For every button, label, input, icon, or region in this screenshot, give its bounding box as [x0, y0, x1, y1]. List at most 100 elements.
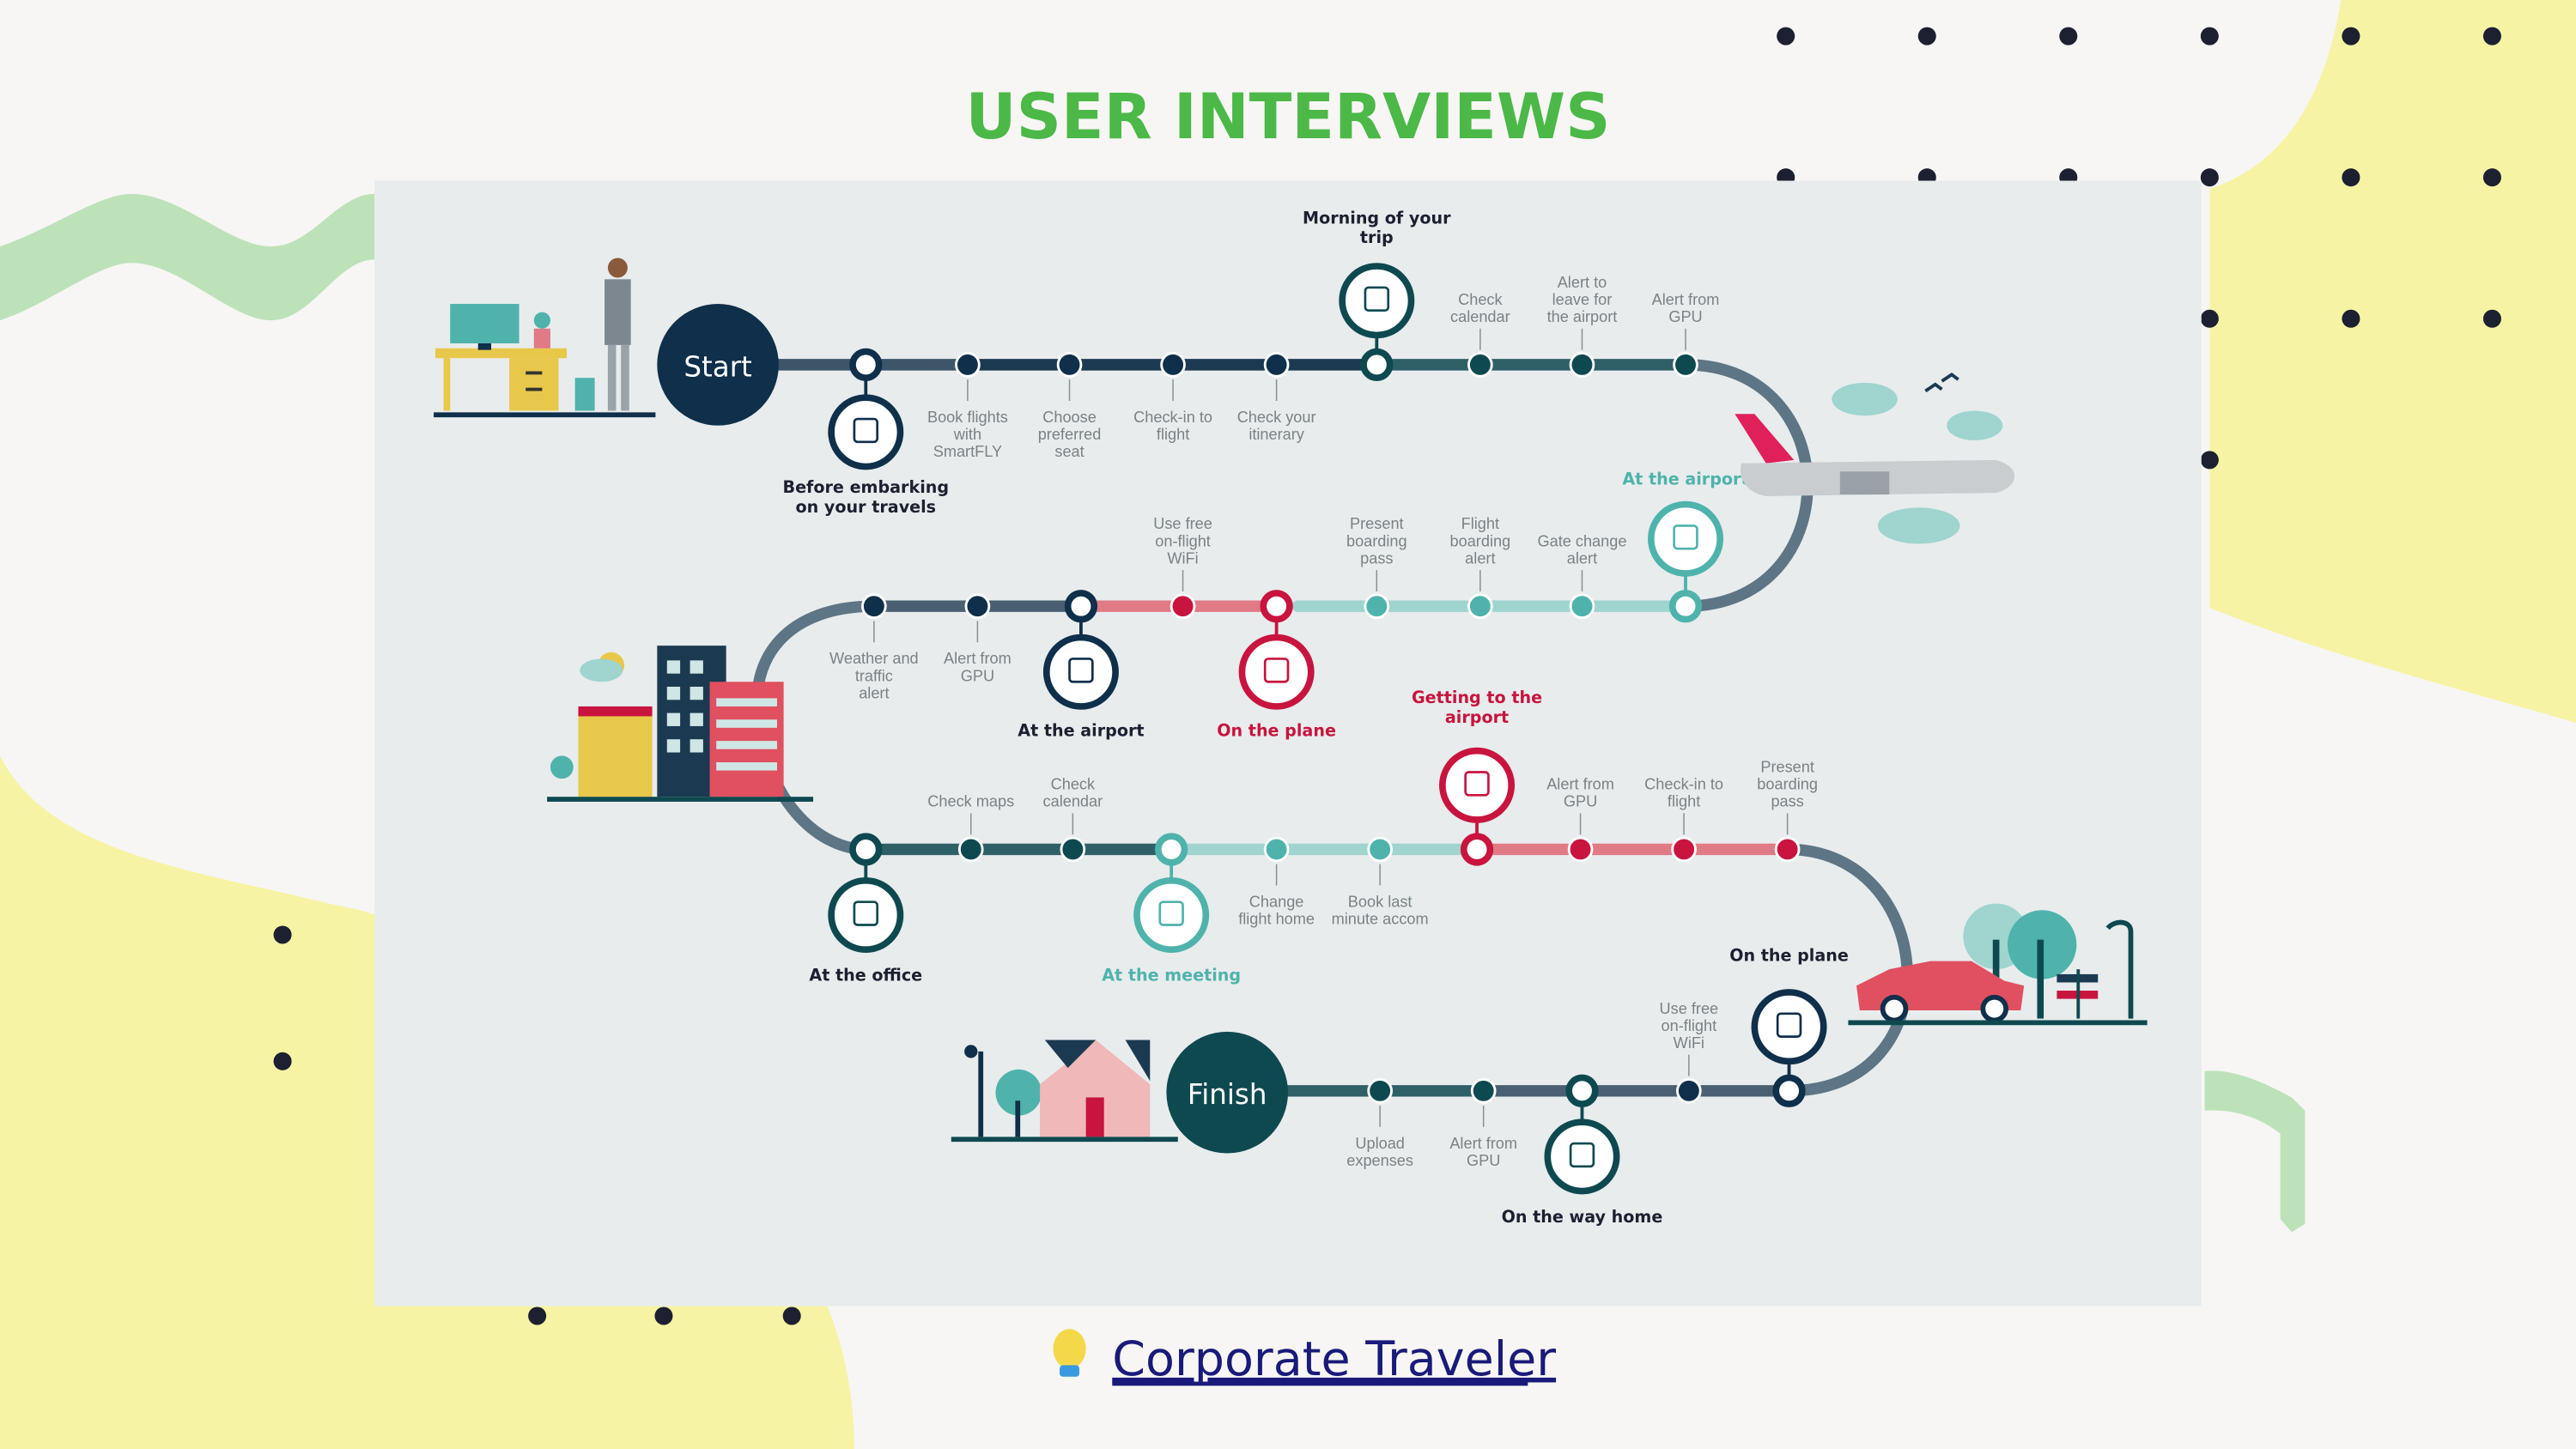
milestone-at-the-meeting: At the meeting	[1102, 833, 1241, 985]
decor-dot	[528, 1307, 547, 1325]
step-node	[1673, 352, 1698, 378]
airplane-icon	[1751, 989, 1827, 1065]
start-node: Start	[657, 304, 779, 426]
milestone-label: At the airport	[1622, 470, 1748, 489]
decor-dot	[1777, 27, 1795, 45]
step-node	[1367, 836, 1393, 863]
step-node	[1774, 836, 1801, 863]
caption-link-text[interactable]: Corporate Traveler	[1112, 1331, 1556, 1387]
airplane-illustration	[1735, 373, 2015, 544]
decor-dot	[2200, 27, 2219, 45]
house-icon	[1544, 1119, 1620, 1195]
decor-dot	[2342, 27, 2360, 45]
start-label: Start	[683, 350, 751, 383]
decor-dot	[2059, 27, 2078, 45]
milestone-on-the-way-home: On the way home	[1502, 1074, 1663, 1227]
dot-grid	[273, 27, 2501, 1325]
step-node	[861, 593, 887, 620]
step-node	[1170, 593, 1196, 620]
step-node	[1569, 352, 1595, 378]
desk-illustration	[434, 258, 656, 418]
milestone-label: At the office	[809, 966, 922, 985]
caption-underline	[1112, 1381, 1528, 1386]
house-illustration	[951, 1040, 1178, 1143]
milestone-label: At the airport	[1018, 720, 1144, 740]
finish-label: Finish	[1188, 1078, 1267, 1111]
milestone-label: At the meeting	[1102, 966, 1241, 985]
lightbulb-icon	[1053, 1329, 1086, 1377]
step-node	[1060, 836, 1086, 863]
suitcase-icon	[1339, 263, 1415, 339]
milestone-label: On the way home	[1502, 1207, 1663, 1227]
milestone-on-the-plane-1: On the plane	[1217, 590, 1336, 740]
milestone-at-the-airport-2: At the airport	[1018, 590, 1145, 740]
milestone-at-the-office: At the office	[809, 833, 922, 985]
decor-dot	[1917, 27, 1936, 45]
office-building-icon	[828, 876, 904, 954]
decor-dot	[2200, 309, 2219, 328]
step-node	[955, 352, 981, 378]
decor-dot	[2482, 168, 2501, 187]
step-node	[1671, 836, 1697, 863]
milestone-on-the-plane-2: On the plane	[1729, 946, 1849, 1107]
milestone-at-the-airport-1: At the airport	[1622, 470, 1749, 623]
boarding-pass-icon	[1648, 500, 1724, 577]
step-node	[1263, 352, 1290, 378]
step-node	[1467, 593, 1493, 620]
green-wave-left	[0, 193, 375, 321]
step-node	[1364, 593, 1390, 620]
decor-dot	[273, 925, 292, 944]
step-node	[1160, 352, 1186, 378]
step-node	[1470, 1077, 1497, 1104]
phone-app-icon	[828, 394, 904, 470]
decor-dot	[2482, 27, 2501, 45]
step-node	[1367, 1077, 1393, 1104]
caption-link[interactable]: Corporate Traveler	[1053, 1329, 1556, 1387]
city-illustration	[547, 646, 814, 802]
finish-node: Finish	[1166, 1031, 1288, 1154]
step-node	[1467, 352, 1493, 378]
step-node	[964, 593, 991, 620]
decor-dot	[782, 1307, 801, 1325]
milestone-label: On the plane	[1729, 946, 1849, 966]
step-label: Check maps	[927, 793, 1014, 810]
milestone-label: On the plane	[1217, 720, 1336, 740]
decor-dot	[2482, 309, 2501, 328]
yellow-blob-right	[2209, 0, 2576, 724]
car-icon	[1439, 747, 1516, 823]
decor-dot	[273, 1052, 292, 1070]
step-node	[1263, 836, 1290, 863]
decor-dot	[2342, 309, 2360, 328]
step-node	[1676, 1077, 1702, 1104]
airplane-icon	[1238, 634, 1315, 710]
traveler-luggage-icon	[1042, 634, 1119, 710]
step-node	[1056, 352, 1083, 378]
meeting-icon	[1133, 876, 1210, 954]
